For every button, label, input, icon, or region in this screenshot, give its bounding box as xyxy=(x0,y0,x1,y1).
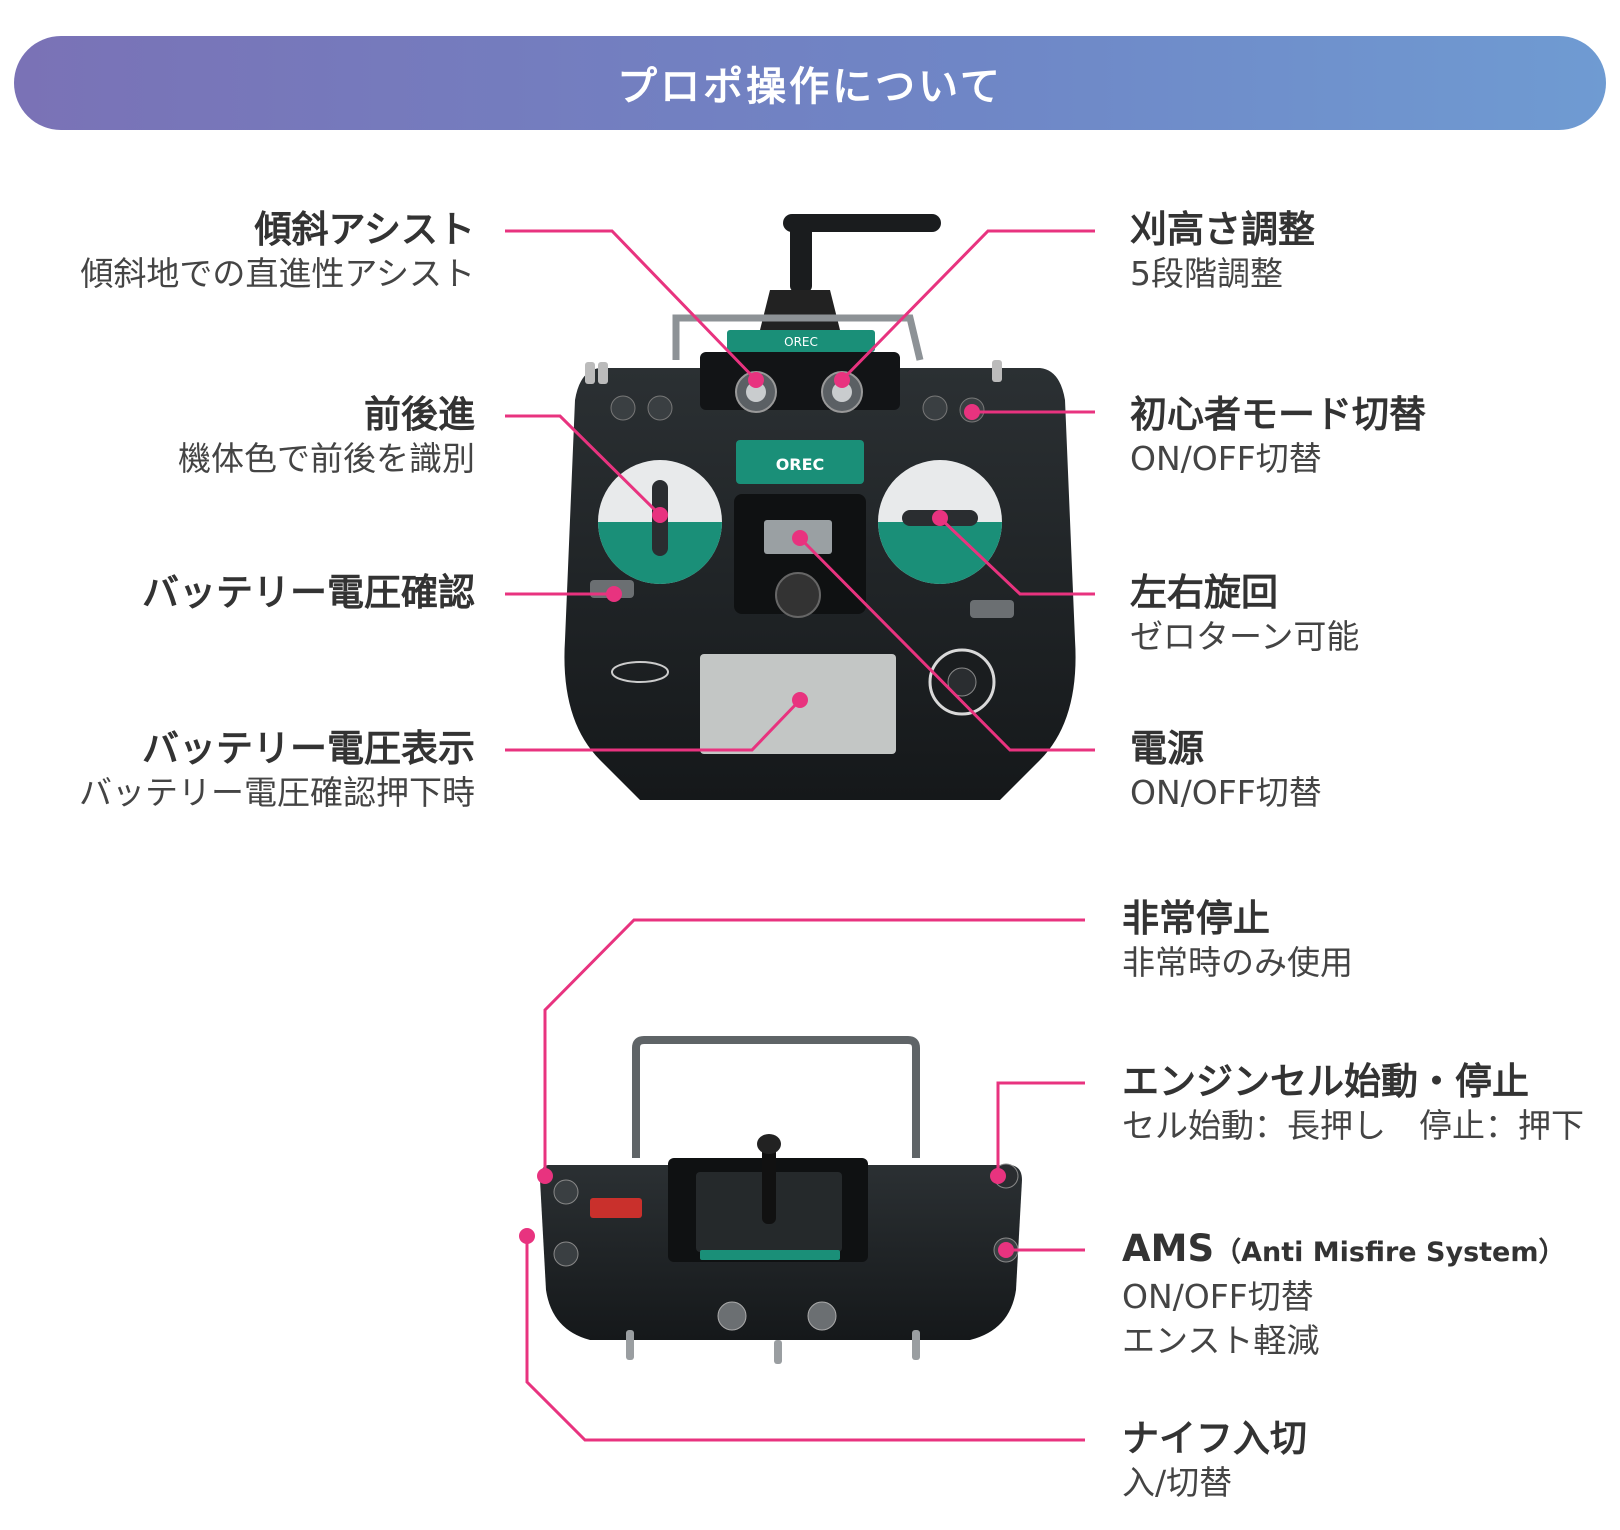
brand-text-top: OREC xyxy=(784,335,818,349)
label-title: バッテリー電圧確認 xyxy=(142,571,475,614)
callout-emergency-stop xyxy=(543,918,1085,1176)
knife-switch-icon xyxy=(553,1241,579,1267)
callout-lines-top xyxy=(505,229,1095,752)
label-beginner-mode: 初心者モード切替 ON/OFF切替 xyxy=(1130,393,1426,481)
label-sub: ON/OFF切替 xyxy=(1130,773,1322,812)
label-title: 初心者モード切替 xyxy=(1130,393,1426,436)
label-title: ナイフ入切 xyxy=(1122,1417,1307,1460)
label-sub: ゼロターン可能 xyxy=(1130,617,1360,656)
emergency-stop-switch-icon xyxy=(553,1179,579,1205)
label-forward-reverse: 前後進 機体色で前後を識別 xyxy=(178,393,475,481)
label-title: 傾斜アシスト xyxy=(254,208,475,251)
page-title: プロポ操作について xyxy=(617,64,1003,110)
label-sub: ON/OFF切替 xyxy=(1130,439,1322,478)
controller-front-illustration: OREC OREC xyxy=(564,214,1076,800)
callout-battery-display xyxy=(505,698,802,752)
callout-engine-cell xyxy=(996,1081,1085,1176)
label-cut-height: 刈高さ調整 5段階調整 xyxy=(1130,208,1315,296)
brand-text-middle: OREC xyxy=(776,455,825,474)
antenna-icon xyxy=(783,214,941,232)
callout-power xyxy=(798,536,1095,752)
label-title-extra: （Anti Misfire System） xyxy=(1214,1237,1566,1268)
label-title: 非常停止 xyxy=(1122,897,1270,940)
label-sub: 機体色で前後を識別 xyxy=(178,439,475,478)
callout-forward-reverse xyxy=(505,414,662,517)
label-knife: ナイフ入切 入/切替 xyxy=(1122,1417,1307,1505)
callout-lines-bottom xyxy=(519,918,1085,1442)
label-title: 左右旋回 xyxy=(1130,571,1278,614)
label-sub: バッテリー電圧確認押下時 xyxy=(79,773,475,812)
callout-tilt-assist xyxy=(505,229,758,382)
label-title: 前後進 xyxy=(364,393,475,436)
label-title: 刈高さ調整 xyxy=(1130,208,1315,251)
label-sub: 入/切替 xyxy=(1122,1463,1233,1502)
label-sub: 5段階調整 xyxy=(1130,254,1283,293)
label-battery-display: バッテリー電圧表示 バッテリー電圧確認押下時 xyxy=(79,727,475,815)
label-ams: AMS（Anti Misfire System） ON/OFF切替 エンスト軽減 xyxy=(1122,1227,1566,1363)
callout-cut-height xyxy=(840,229,1095,382)
header-banner: プロポ操作について xyxy=(14,36,1606,130)
label-sub: 傾斜地での直進性アシスト xyxy=(80,254,475,293)
callout-left-right-turn xyxy=(938,516,1095,596)
label-power: 電源 ON/OFF切替 xyxy=(1130,727,1322,815)
label-title: 電源 xyxy=(1130,727,1204,770)
label-left-right-turn: 左右旋回 ゼロターン可能 xyxy=(1130,571,1359,659)
label-emergency-stop: 非常停止 非常時のみ使用 xyxy=(1122,897,1353,985)
callout-knife xyxy=(525,1236,1085,1442)
label-sub: 非常時のみ使用 xyxy=(1122,943,1353,982)
controller-rear-illustration xyxy=(540,1036,1022,1364)
label-title: AMS xyxy=(1122,1227,1215,1270)
label-battery-check: バッテリー電圧確認 xyxy=(142,571,475,615)
label-engine-cell: エンジンセル始動・停止 セル始動：長押し 停止：押下 xyxy=(1122,1060,1584,1148)
label-title: エンジンセル始動・停止 xyxy=(1122,1060,1529,1103)
label-sub: セル始動：長押し 停止：押下 xyxy=(1122,1106,1584,1145)
label-tilt-assist: 傾斜アシスト 傾斜地での直進性アシスト xyxy=(80,208,475,296)
label-title: バッテリー電圧表示 xyxy=(142,727,475,770)
label-sub2: エンスト軽減 xyxy=(1122,1321,1320,1360)
brand-strip-top xyxy=(727,330,875,352)
label-sub: ON/OFF切替 xyxy=(1122,1277,1314,1316)
